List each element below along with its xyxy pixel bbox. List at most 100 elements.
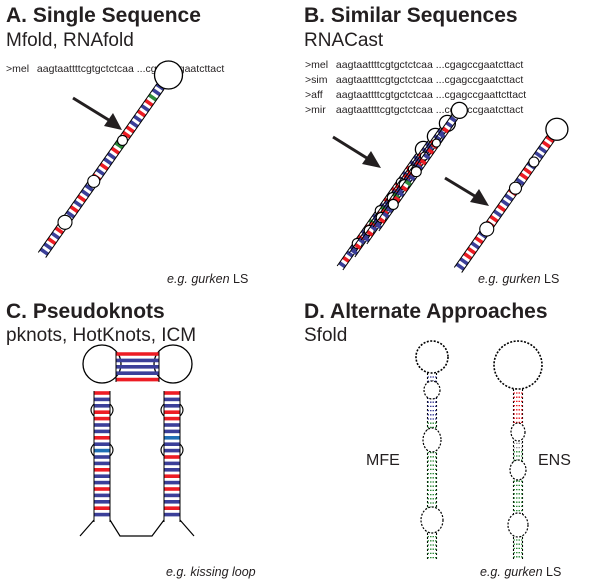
base-pair: [545, 135, 555, 144]
panel-b-sequence-0: >mel aagtaattttcgtgctctcaa ...cgagccgaat…: [305, 59, 523, 71]
base-pair: [350, 248, 359, 256]
ens-structure: [493, 340, 543, 560]
caption-suffix: LS: [540, 272, 560, 286]
panel-b-title: B. Similar Sequences: [304, 4, 518, 27]
internal-loop: [431, 138, 441, 148]
strand: [453, 135, 548, 268]
loop-left: [82, 344, 122, 384]
base-pair: [50, 231, 61, 240]
internal-loop: [510, 422, 526, 442]
panel-b-subtitle: RNACast: [304, 30, 384, 51]
base-pair: [114, 141, 124, 150]
base-pair: [396, 190, 405, 198]
base-pair: [421, 147, 430, 155]
base-pair: [492, 209, 503, 218]
base-pair: [368, 218, 377, 226]
internal-loop: [423, 380, 441, 400]
panel-b-sequence-3: >mir aagtaattttcgtgctctcaa ...cgagccgaat…: [305, 104, 523, 116]
internal-loop: [528, 156, 540, 168]
base-pair: [361, 232, 370, 240]
base-pair: [496, 204, 507, 213]
base-pair: [455, 262, 466, 271]
caption-suffix: LS: [542, 565, 562, 579]
arrow-icon: [332, 135, 381, 168]
base-pair: [396, 187, 404, 195]
base-pair: [445, 121, 454, 129]
base-pair: [449, 115, 457, 123]
sequence-id: >mel: [305, 59, 329, 71]
base-pair: [366, 229, 374, 237]
base-pair: [459, 257, 469, 266]
base-pair: [362, 235, 371, 243]
base-pair: [413, 154, 421, 162]
strand-ends: [79, 519, 195, 537]
caption-gene: gurken: [191, 272, 230, 286]
base-pair: [474, 236, 484, 245]
sfold-structures: [415, 340, 543, 560]
strand: [37, 83, 158, 253]
base-pair: [374, 222, 383, 230]
base-pair: [425, 144, 434, 152]
bulge: [160, 443, 184, 457]
panel-c-caption: e.g. kissing loop: [166, 565, 256, 579]
mfe-label: MFE: [366, 452, 400, 469]
bulge: [160, 403, 184, 417]
sequence-id: >sim: [305, 74, 328, 86]
base-pair: [373, 219, 382, 227]
panel-c-subtitle: pknots, HotKnots, ICM: [6, 325, 197, 346]
base-pair: [409, 160, 418, 168]
base-pair: [437, 128, 445, 136]
sequence-text: aagtaattttcgtgctctcaa ...cgagccgaatcttac…: [335, 104, 524, 116]
base-pair: [470, 241, 480, 250]
base-pair: [140, 104, 150, 113]
arrow-icon: [72, 96, 122, 130]
base-pair: [84, 183, 94, 192]
strand: [461, 140, 555, 273]
panel-b-caption: e.g. gurken LS: [478, 272, 559, 286]
internal-loop: [422, 427, 442, 453]
sequence-text: aagtaattttcgtgctctcaa ...cgagccgaatcttac…: [335, 74, 524, 86]
bulge: [90, 443, 114, 457]
bulge: [90, 403, 114, 417]
base-pair: [537, 145, 548, 154]
base-pair: [103, 157, 113, 166]
ens-label: ENS: [538, 452, 571, 469]
base-pair: [392, 192, 401, 200]
caption-eg: e.g.: [480, 565, 501, 579]
base-pair: [95, 167, 106, 177]
terminal-loop: [545, 117, 569, 141]
base-pair: [433, 134, 442, 142]
panel-d-title: D. Alternate Approaches: [304, 300, 548, 323]
base-pair: [357, 237, 366, 245]
base-pair: [69, 205, 79, 214]
loop-right: [153, 344, 193, 384]
base-pair: [504, 193, 514, 202]
base-pair: [489, 214, 499, 223]
internal-loop: [116, 134, 129, 147]
base-pair: [393, 195, 401, 203]
base-pair: [47, 237, 57, 246]
panel-a-caption: e.g. gurken LS: [167, 272, 248, 286]
base-pair: [125, 125, 135, 134]
base-pair: [419, 158, 428, 166]
caption-gene: gurken: [502, 272, 541, 286]
panel-c-title: C. Pseudoknots: [6, 300, 165, 323]
terminal-loop: [153, 60, 184, 90]
internal-loop: [57, 214, 73, 230]
internal-loop: [508, 181, 523, 195]
internal-loop: [509, 459, 527, 481]
base-pair: [151, 88, 162, 97]
base-pair: [80, 189, 91, 198]
connector-loop: [109, 519, 165, 537]
base-pair: [369, 224, 378, 232]
base-pair: [39, 247, 50, 256]
base-pair: [54, 226, 64, 235]
base-pair: [76, 194, 87, 203]
base-pair: [522, 166, 533, 176]
base-pair: [378, 216, 386, 224]
panel-d-subtitle: Sfold: [304, 325, 348, 346]
base-pair: [43, 242, 53, 251]
base-pair: [345, 250, 354, 258]
base-pair: [121, 130, 132, 139]
